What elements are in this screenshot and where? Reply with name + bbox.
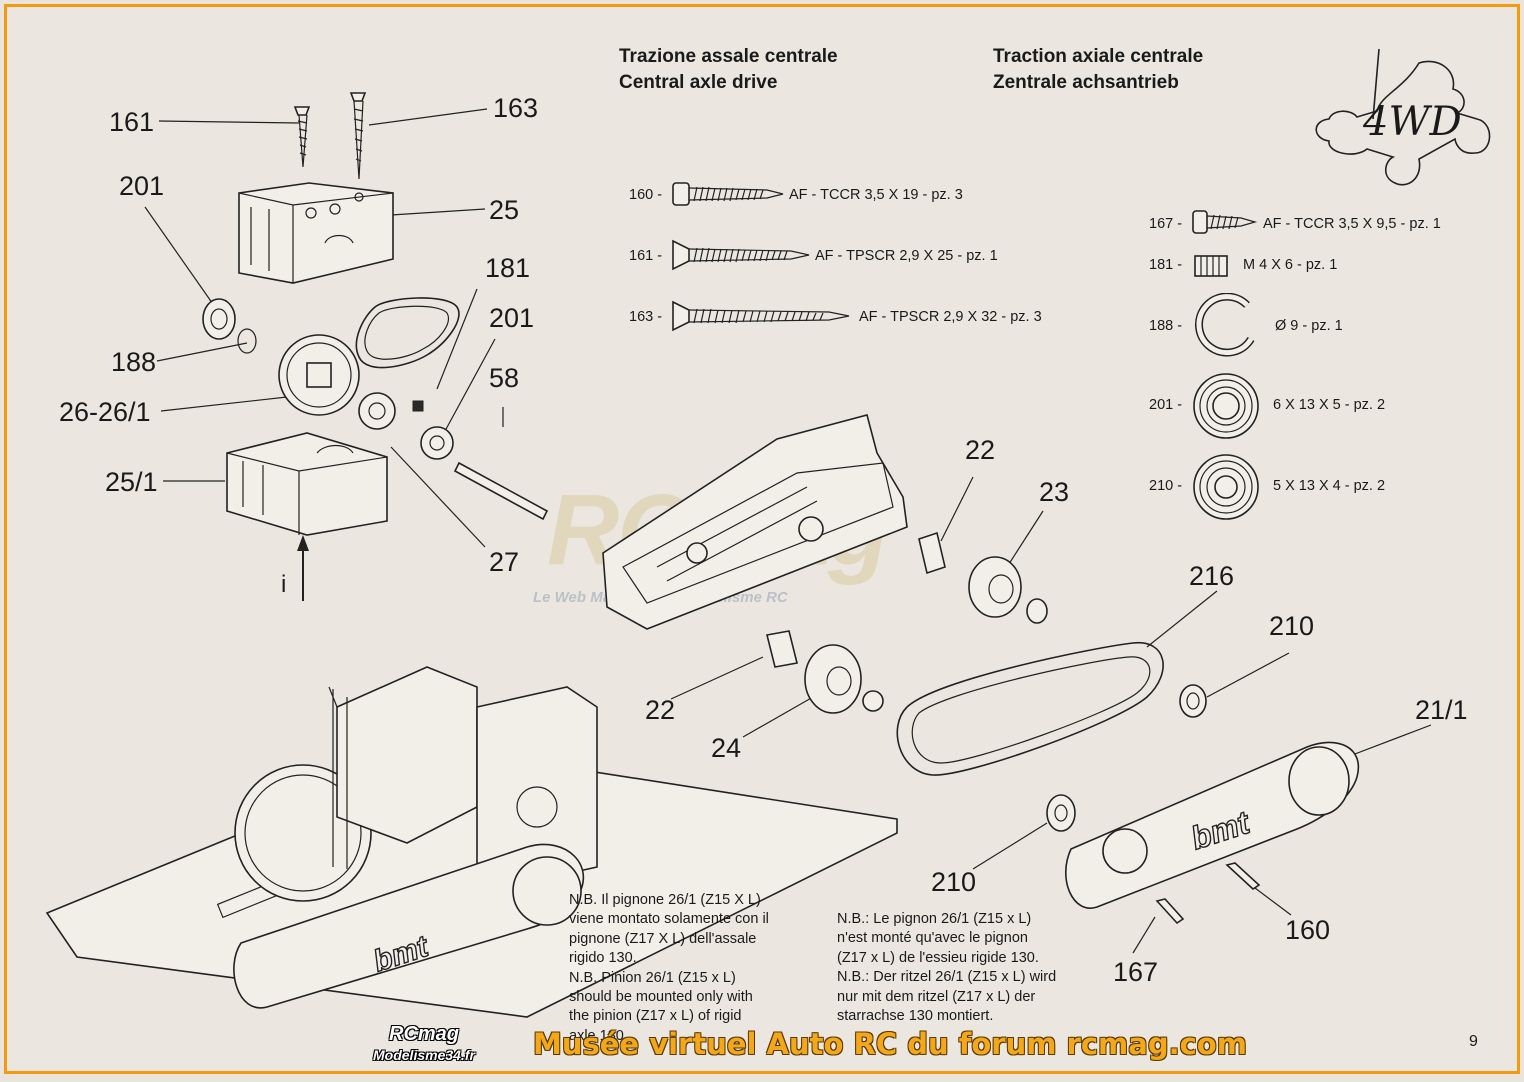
footer-caption: Musée virtuel Auto RC du forum rcmag.com [533,1027,1247,1061]
callout-23: 23 [1039,477,1070,507]
screw-167-icon [1192,210,1258,234]
belt-216 [896,642,1164,776]
bearing-210-icon [1193,454,1259,520]
footer-logo-rcmag: RCmag [389,1023,460,1045]
screw-161-icon [672,239,810,271]
part-181-number: 181 - [1149,257,1183,273]
part-161-spec: AF - TPSCR 2,9 X 25 - pz. 1 [815,248,998,264]
part-210-spec: 5 X 13 X 4 - pz. 2 [1273,478,1386,494]
upper-housing-25 [238,182,394,284]
bearing-201-icon [1193,373,1259,439]
chassis-assembly: bmt [45,666,898,1018]
bearing-201-left [202,298,257,354]
part-163-number: 163 - [629,309,663,325]
callout-26-26-1: 26-26/1 [59,397,151,427]
central-drive-housing [602,414,946,630]
leader-lines [144,108,1432,954]
callout-24: 24 [711,733,742,763]
callout-25: 25 [489,195,520,225]
4wd-label: 4WD [1363,99,1462,145]
callout-163: 163 [493,93,539,123]
small-belt [355,297,460,369]
screw-160-icon [672,182,784,206]
shaft-58 [453,461,549,521]
gear-26 [278,334,454,460]
manual-page: Trazione assale centrale Central axle dr… [4,4,1520,1074]
gear-23 [968,556,1048,624]
part-201-number: 201 - [1149,397,1183,413]
note-line: viene montato solamente con il [569,911,769,928]
4wd-car-sketch [1315,48,1491,186]
footer-logo-modelisme: Modelisme34.fr [373,1047,475,1063]
screw-163-icon [672,300,850,332]
header-french: Traction axiale centrale [993,46,1204,67]
note-line: rigido 130. [569,950,637,967]
part-167-number: 167 - [1149,216,1183,232]
bearing-210-right [1046,684,1207,832]
note-french-german: N.B.: Le pignon 26/1 (Z15 x L) n'est mon… [837,910,1056,1026]
callout-216: 216 [1189,561,1235,591]
note-line: (Z17 x L) de l'essieu rigide 130. [837,949,1039,966]
callout-201-top: 201 [119,171,165,201]
callout-181: 181 [485,253,531,283]
note-line: n'est monté qu'avec le pignon [837,930,1028,947]
callout-27: 27 [489,547,520,577]
screws-161-163 [293,92,367,180]
page-number: 9 [1469,1033,1478,1050]
callout-188: 188 [111,347,157,377]
note-line: N.B. Il pignone 26/1 (Z15 X L) [569,892,761,908]
circlip-188-icon [1195,293,1255,357]
note-line: nur mit dem ritzel (Z17 x L) der [837,988,1036,1005]
callout-161: 161 [109,107,155,137]
header-english: Central axle drive [619,72,778,93]
callout-22-bottom: 22 [645,695,676,725]
callout-21-1: 21/1 [1415,695,1468,725]
callout-210-right: 210 [1269,611,1315,641]
part-161-number: 161 - [629,248,663,264]
belt-cover-21-1: bmt [1065,741,1360,925]
part-181-spec: M 4 X 6 - pz. 1 [1243,257,1338,273]
part-188-spec: Ø 9 - pz. 1 [1275,318,1343,334]
part-201-spec: 6 X 13 X 5 - pz. 2 [1273,397,1386,413]
callout-i: i [281,571,287,598]
note-line: should be mounted only with [569,989,753,1006]
gear-24 [766,630,884,714]
callout-167: 167 [1113,957,1159,987]
header-german: Zentrale achsantrieb [993,72,1179,93]
callout-160: 160 [1285,915,1331,945]
callout-58: 58 [489,363,520,393]
grub-screw-181-icon [1194,255,1228,277]
callout-25-1: 25/1 [105,467,158,497]
note-italian-english: N.B. Il pignone 26/1 (Z15 X L) viene mon… [569,891,769,1046]
callout-201-mid: 201 [489,303,535,333]
note-line: N.B.: Der ritzel 26/1 (Z15 x L) wird [837,969,1057,986]
lower-housing-25-1 [226,432,388,536]
4wd-badge: 4WD [1307,48,1497,199]
callout-210-bottom: 210 [931,867,977,897]
callout-22-top: 22 [965,435,996,465]
exploded-assembly-drawing: bmt bmt [45,92,1432,1018]
part-188-number: 188 - [1149,318,1183,334]
part-163-spec: AF - TPSCR 2,9 X 32 - pz. 3 [859,309,1042,325]
part-210-number: 210 - [1149,478,1183,494]
part-160-number: 160 - [629,187,663,203]
note-line: axle 130. [569,1027,628,1044]
note-line: pignone (Z17 X L) dell'assale [569,930,757,947]
part-160-spec: AF - TCCR 3,5 X 19 - pz. 3 [789,187,963,203]
note-line: N.B.: Le pignon 26/1 (Z15 x L) [837,911,1032,927]
note-line: the pinion (Z17 x L) of rigid [569,1008,742,1025]
note-line: starrachse 130 montiert. [837,1008,994,1025]
note-line: N.B. Pinion 26/1 (Z15 x L) [569,969,736,986]
header-italian: Trazione assale centrale [619,46,838,67]
part-167-spec: AF - TCCR 3,5 X 9,5 - pz. 1 [1263,216,1441,232]
